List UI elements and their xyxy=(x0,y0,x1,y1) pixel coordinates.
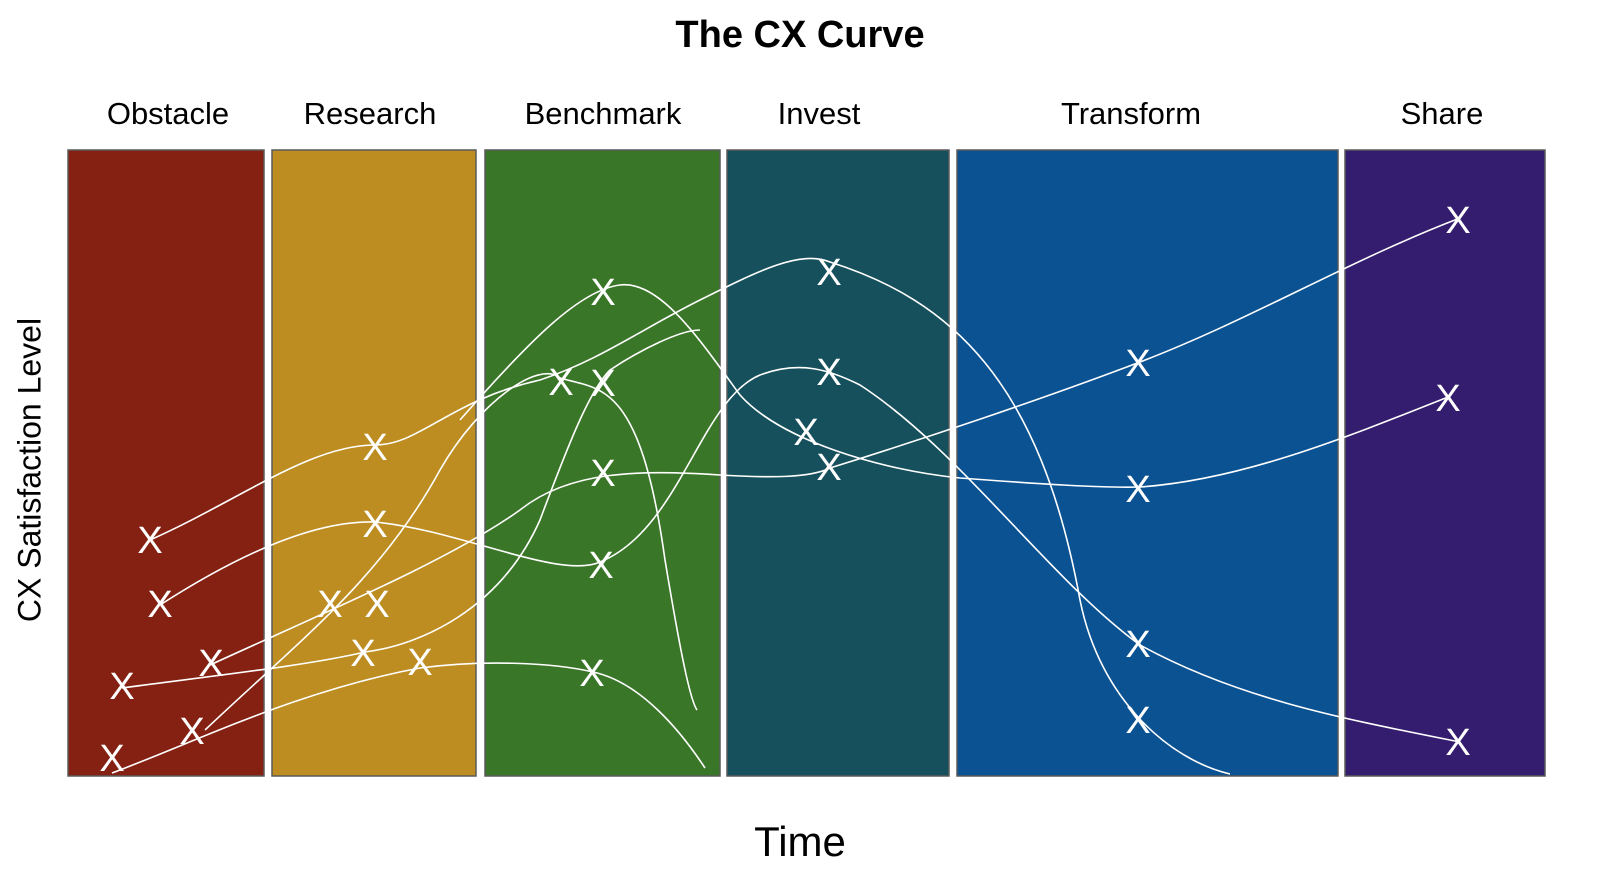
diagram-title: The CX Curve xyxy=(675,14,925,56)
cx-curve-line xyxy=(204,372,698,731)
x-marker: X xyxy=(548,362,573,404)
x-marker: X xyxy=(816,252,841,294)
stage-label-invest: Invest xyxy=(778,96,861,131)
x-marker: X xyxy=(99,738,124,780)
x-marker: X xyxy=(579,653,604,695)
cx-curve-line xyxy=(159,366,1461,743)
x-marker: X xyxy=(109,666,134,708)
x-marker: X xyxy=(362,504,387,546)
x-marker: X xyxy=(816,352,841,394)
x-marker: X xyxy=(407,642,432,684)
stage-panel-benchmark xyxy=(484,149,721,777)
y-axis-label: CX Satisfaction Level xyxy=(11,317,48,623)
stage-label-benchmark: Benchmark xyxy=(525,96,682,131)
x-marker: X xyxy=(179,711,204,753)
x-marker: X xyxy=(1125,343,1150,385)
x-marker: X xyxy=(362,427,387,469)
stage-panel-share xyxy=(1344,149,1546,777)
stage-label-obstacle: Obstacle xyxy=(107,96,229,131)
cx-curve-line xyxy=(149,257,1231,775)
x-marker: X xyxy=(1125,624,1150,666)
x-marker: X xyxy=(350,633,375,675)
stage-label-transform: Transform xyxy=(1061,96,1201,131)
x-marker: X xyxy=(1125,469,1150,511)
stage-panel-research xyxy=(271,149,477,777)
curves xyxy=(111,217,1461,775)
x-marker: X xyxy=(364,584,389,626)
stage-label-research: Research xyxy=(304,96,437,131)
stage-panel-invest xyxy=(726,149,950,777)
stage-panel-obstacle xyxy=(67,149,265,777)
x-marker: X xyxy=(1445,200,1470,242)
x-marker: X xyxy=(590,363,615,405)
x-marker: X xyxy=(588,545,613,587)
x-marker: X xyxy=(590,272,615,314)
x-marker: X xyxy=(1125,700,1150,742)
x-marker: X xyxy=(816,447,841,489)
x-marker: X xyxy=(590,453,615,495)
stage-panels xyxy=(67,149,1546,777)
cx-curve-line xyxy=(121,329,701,689)
x-marker: X xyxy=(793,412,818,454)
x-marker: X xyxy=(317,584,342,626)
x-axis-label: Time xyxy=(754,818,846,865)
x-marker: X xyxy=(198,643,223,685)
cx-curve-line xyxy=(111,662,706,774)
x-marker: X xyxy=(1435,378,1460,420)
cx-curve-line xyxy=(209,217,1461,666)
x-marker: X xyxy=(147,584,172,626)
cx-curve-line xyxy=(459,284,1449,488)
stage-panel-transform xyxy=(956,149,1339,777)
x-marker: X xyxy=(1445,722,1470,764)
x-marker: X xyxy=(137,520,162,562)
stage-labels: Obstacle Research Benchmark Invest Transform… xyxy=(107,96,1484,131)
stage-label-share: Share xyxy=(1401,96,1484,131)
